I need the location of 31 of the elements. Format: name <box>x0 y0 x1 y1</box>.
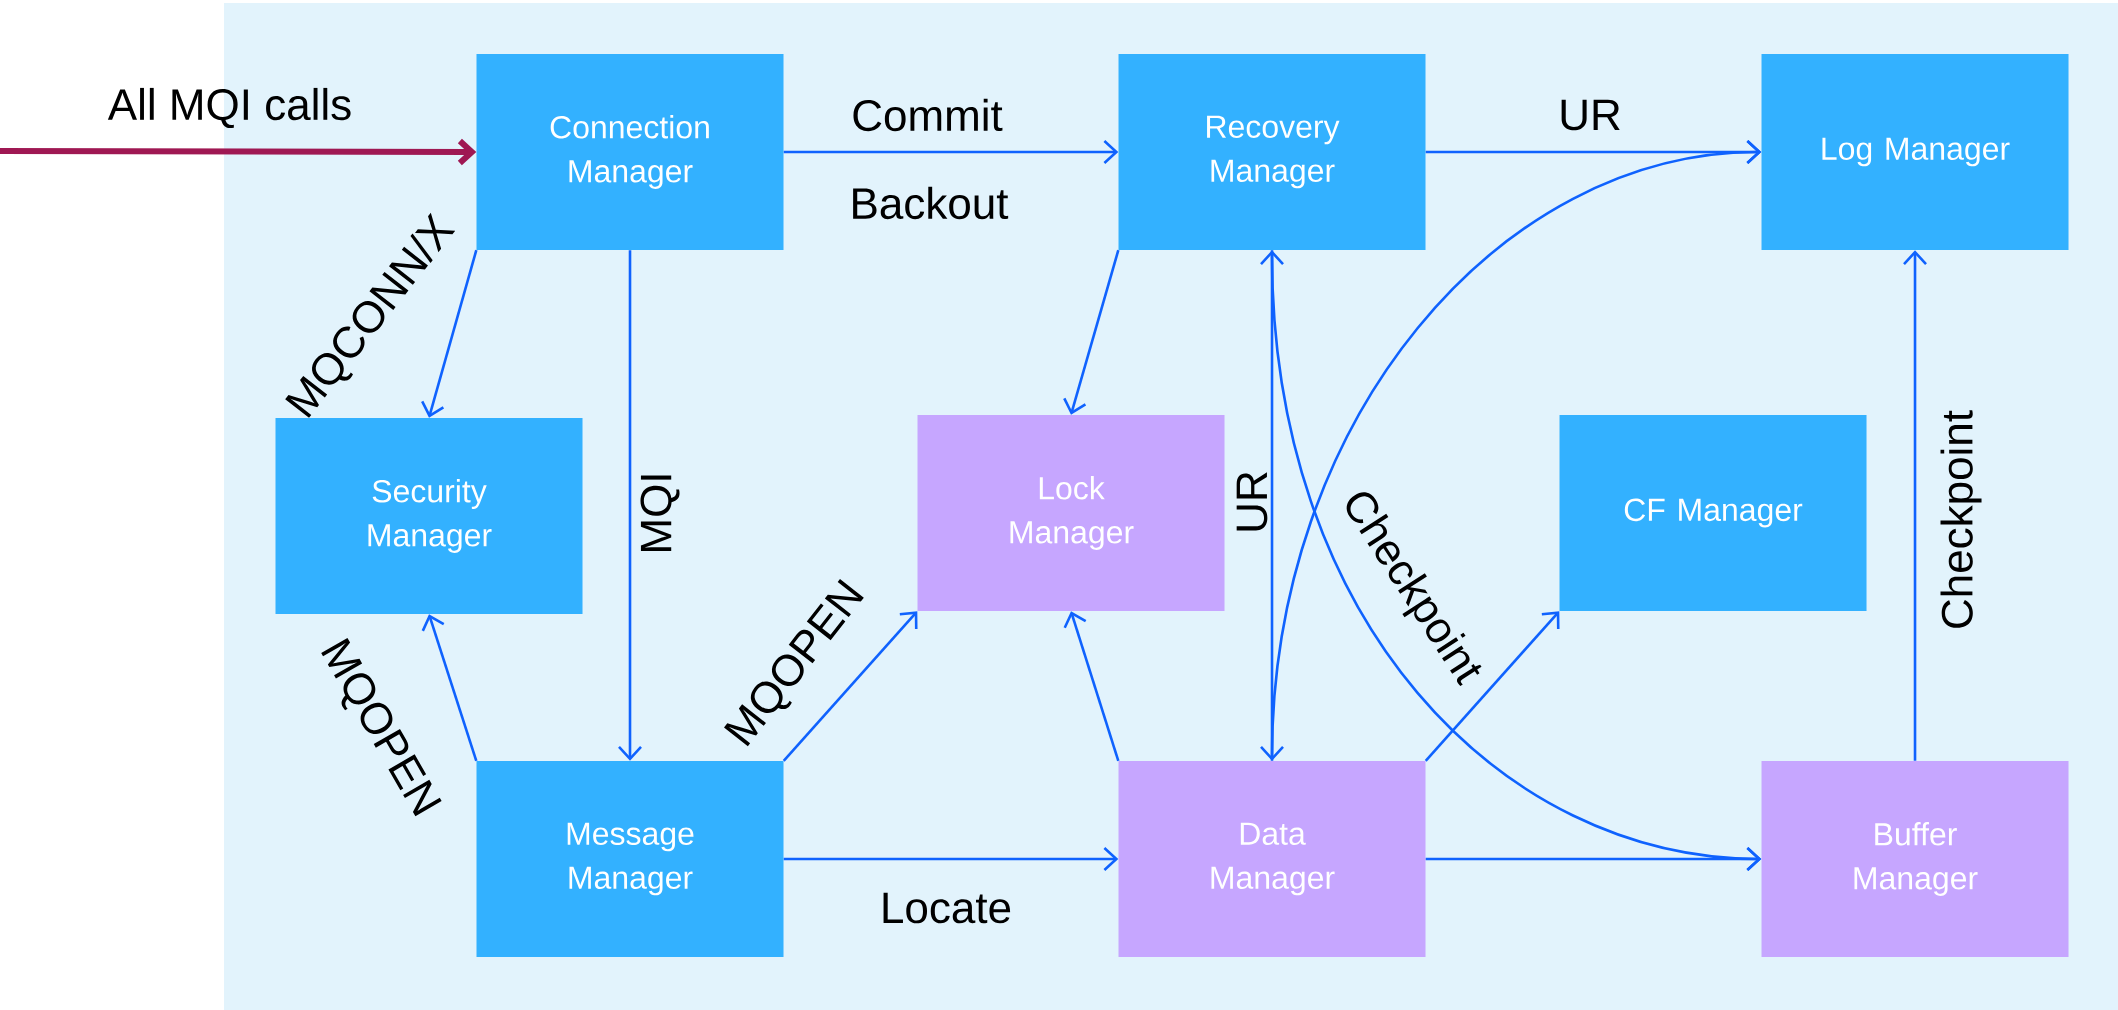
arrow <box>618 250 642 761</box>
arrow <box>783 847 1119 871</box>
manager-box: Security Manager <box>275 418 583 614</box>
note-text: Backout <box>853 186 1009 220</box>
edge-label: Commit <box>853 98 1003 132</box>
manager-box: Connection Manager <box>476 54 784 250</box>
arrow <box>0 138 477 166</box>
arrow <box>1063 249 1120 415</box>
manager-box: Message Manager <box>476 761 784 957</box>
arrow <box>1903 250 1927 761</box>
manager-box: Lock Manager <box>917 415 1225 611</box>
manager-box: Data Manager <box>1118 761 1426 957</box>
manager-box: CF Manager <box>1559 415 1867 611</box>
arrow <box>1424 611 1560 762</box>
manager-box: Buffer Manager <box>1761 761 2069 957</box>
arrow <box>1270 140 1762 761</box>
arrow <box>1260 250 1284 761</box>
edge-label: UR <box>1236 472 1268 531</box>
arrow <box>421 249 478 418</box>
arrow <box>421 614 478 762</box>
edge-label: MQI <box>640 475 680 551</box>
edge-label: UR <box>1561 99 1620 131</box>
manager-box: Log Manager <box>1761 54 2069 250</box>
manager-box: Recovery Manager <box>1118 54 1426 250</box>
arrow <box>782 611 918 762</box>
arrow <box>783 140 1119 164</box>
arrow <box>1425 847 1762 871</box>
edge-label: Locate <box>883 892 1011 924</box>
edge-label: All MQI calls <box>107 87 351 129</box>
arrow <box>1063 611 1120 762</box>
edge-label: Checkpoint <box>1940 410 1982 628</box>
